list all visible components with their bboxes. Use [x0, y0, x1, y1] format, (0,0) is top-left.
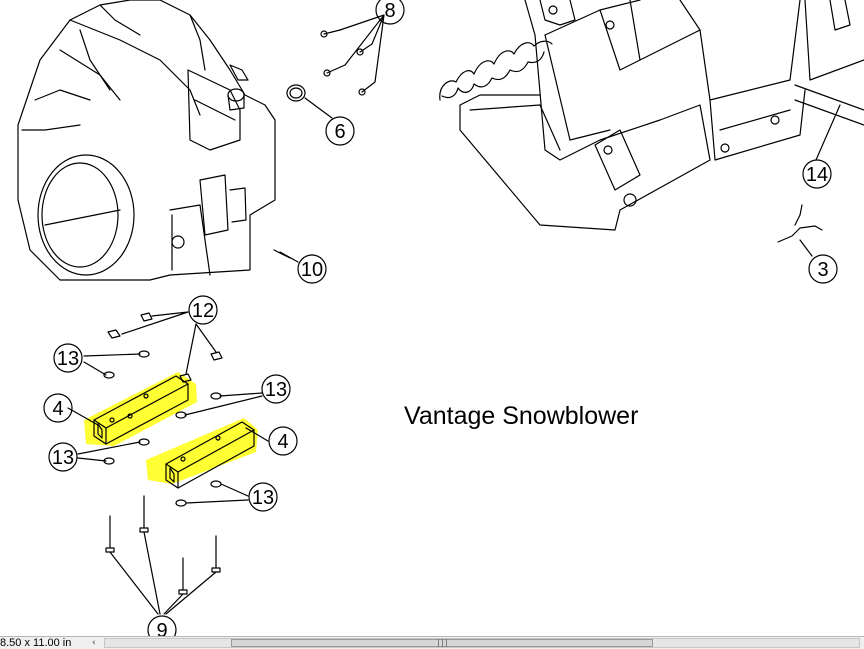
chevron-left-icon[interactable]: ‹ — [92, 638, 96, 648]
callout-6: 6 — [334, 121, 345, 143]
parts-diagram: 8 6 14 10 3 12 13 13 4 13 4 13 13 9 Vant… — [17, 0, 864, 636]
diagram-title: Vantage Snowblower — [404, 402, 638, 430]
callout-13-c: 13 — [52, 447, 74, 469]
callout-10: 10 — [301, 259, 323, 281]
hardware-drawing — [103, 29, 376, 595]
callout-13-b: 13 — [265, 379, 287, 401]
callout-circles — [43, 0, 838, 636]
page-size-label: 8.50 x 11.00 in — [0, 637, 72, 649]
callout-4-b: 4 — [277, 431, 288, 453]
callout-8: 8 — [384, 0, 395, 22]
mounting-bracket-left — [93, 375, 189, 445]
leader-lines — [67, 14, 841, 615]
callout-numbers: 8 6 14 10 3 12 13 13 4 13 4 13 13 9 — [52, 0, 829, 636]
spring-drawing — [439, 40, 553, 101]
callout-13-a: 13 — [57, 348, 79, 370]
wire-harness-drawing — [777, 204, 823, 243]
scrollbar-thumb[interactable]: ||| — [231, 638, 653, 647]
grip-icon: ||| — [436, 638, 448, 647]
callout-13-d: 13 — [252, 487, 274, 509]
callout-9: 9 — [156, 620, 167, 636]
callout-4-a: 4 — [52, 398, 63, 420]
engine-drawing — [17, 0, 276, 281]
callout-3: 3 — [817, 259, 828, 281]
callout-12: 12 — [192, 300, 214, 322]
highlight-right-bracket — [146, 418, 258, 484]
callout-14: 14 — [806, 164, 828, 186]
horizontal-scrollbar[interactable]: ||| — [104, 638, 860, 648]
status-bar: 8.50 x 11.00 in ‹ ||| — [0, 636, 864, 649]
mounting-bracket-right — [165, 421, 255, 489]
frame-drawing — [459, 0, 864, 231]
